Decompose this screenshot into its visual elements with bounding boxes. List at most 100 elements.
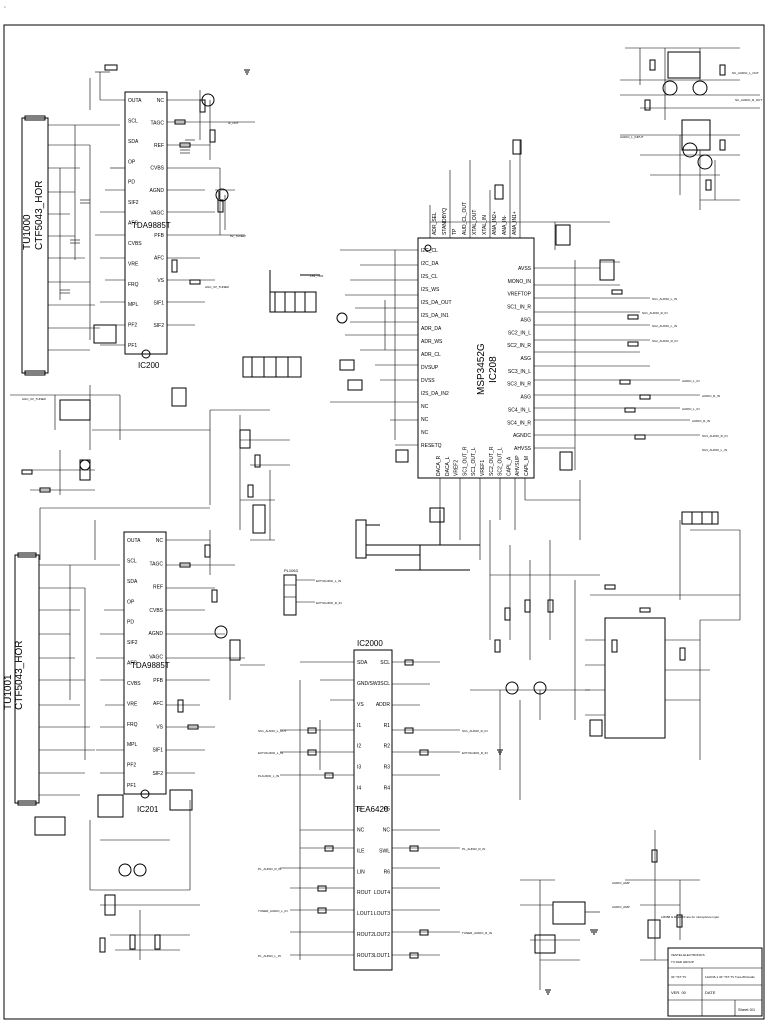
amplifier-block: [470, 511, 741, 800]
title-group: TV R&D GROUP: [671, 960, 694, 964]
if-ic-1-part: TDA9885T: [132, 221, 171, 230]
audio-bottom-pin: SC1_OUT_L: [471, 447, 477, 476]
audio-left-pin: NC: [421, 430, 429, 436]
audio-ic-ref: IC208: [488, 356, 499, 383]
if2-left-pin: OP: [127, 599, 135, 605]
switch-left-net: EXTVAUDIO_L_IN: [258, 751, 283, 755]
audio-left-pin: I2S_DA_OUT: [421, 300, 452, 306]
audio-left-pin: I2S_DA_IN2: [421, 391, 449, 397]
title-text: 11AK36-1 32" TFT TV Tuner/IF/Audio: [705, 975, 755, 979]
if1-right-pin: TAGC: [150, 121, 164, 127]
audio-right-pin: MONO_IN: [508, 279, 532, 285]
audio-net-label: SC2_AUDIO_L_IN: [652, 324, 677, 328]
if1-left-pin: SCL: [128, 118, 138, 124]
audio-ic-left-pins: I2C_CLI2C_DAI2S_CLI2S_WSI2S_DA_OUTI2S_DA…: [421, 248, 452, 449]
switch-right-pin: R6: [384, 869, 391, 875]
if1-right-pin: REF: [154, 143, 164, 149]
if1-right-pin: NC: [157, 98, 165, 104]
switch-left-pin: I2: [357, 744, 361, 750]
pl-net-right: EXTVAUDIO_R_IN: [316, 601, 342, 605]
if-ic-2-ref: IC201: [137, 805, 159, 814]
if2-right-pin: PFB: [153, 678, 163, 684]
audio-bottom-pin: VREF2: [454, 460, 460, 476]
if-ic-2-part: TDA9885T: [131, 661, 170, 670]
audio-left-pin: I2C_DA: [421, 261, 439, 267]
switch-left-pin: VS: [357, 702, 364, 708]
audio-right-pin: SC4_IN_R: [507, 420, 531, 426]
audio-net-label: SC3_AUDIO_L_IN: [702, 448, 727, 452]
if1-right-pin: VS: [157, 278, 164, 284]
title-project: 32" TFT TV: [671, 975, 686, 979]
switch-left-pin: NC: [357, 827, 365, 833]
tuner-2-ref: TU1001: [3, 674, 14, 710]
audio-left-pin: RESETQ: [421, 443, 442, 449]
audio-top-pin: ANA_IN2+: [492, 211, 498, 235]
audio-left-pin: I2S_DA_IN1: [421, 313, 449, 319]
audio-left-pin: ADR_WS: [421, 339, 443, 345]
audio-processor-ic: MSP3452G IC208 I2C_CLI2C_DAI2S_CLI2S_WSI…: [417, 202, 535, 479]
audio-left-pin: DVSS: [421, 378, 435, 384]
audio-top-pin: AUD_CL_OUT: [462, 202, 468, 235]
audio-left-pin: NC: [421, 417, 429, 423]
audio-bottom-pin: DACA_R: [436, 455, 442, 476]
if2-right-pin: AGND: [149, 631, 164, 637]
switch-right-net: SC1_AUDIO_R_IN: [462, 729, 488, 733]
ground-symbols: [244, 69, 598, 995]
if1-right-pin: SIF1: [153, 301, 164, 307]
if2-left-pin: CVBS: [127, 681, 141, 687]
if2-left-pin: AFC: [127, 661, 137, 667]
switch-part: TEA6420: [355, 805, 389, 814]
audio-amp-input: AUDIO_AMP AUDIO_AMP LM358 & MLE2XX are f…: [612, 830, 719, 961]
opamp-block: [520, 879, 600, 990]
audio-right-net-labels: SC1_AUDIO_L_INSC1_AUDIO_R_INSC2_AUDIO_L_…: [642, 297, 728, 452]
switch-right-pin: SCL: [380, 681, 390, 687]
switch-right-pin: SCL: [380, 660, 390, 666]
tuner-1: TU1000 CTF5043_HOR: [21, 115, 49, 376]
tuner-1-part: CTF5043_HOR: [34, 181, 45, 250]
net-5v-tuner: 5V_TUNER: [230, 234, 247, 238]
audio-bottom-pin: SC2_OUT_R: [489, 446, 495, 476]
audio-right-pin: VREFTOP: [507, 292, 531, 298]
switch-left-pin: ROUT: [357, 890, 371, 896]
audio-net-label: AUDIO_L_IN: [682, 379, 700, 383]
switch-left-pin: ILE: [357, 848, 365, 854]
net-audio-l-input: AUDIO_L_INPUT: [620, 135, 644, 139]
switch-right-pin: LOUT2: [374, 932, 390, 938]
audio-right-pin: AGNDC: [513, 433, 531, 439]
if2-right-pin: VS: [156, 724, 163, 730]
if1-left-pin: OP: [128, 159, 136, 165]
audio-right-pin: ASG: [520, 356, 531, 362]
title-date: DATE: [705, 990, 716, 995]
if2-left-pin: MPL: [127, 742, 138, 748]
if2-right-pin: NC: [156, 538, 164, 544]
if2-left-pin: SDA: [127, 579, 138, 585]
audio-right-pin: SC3_IN_L: [508, 369, 531, 375]
switch-right-pin: LOUT3: [374, 911, 390, 917]
resistor-network-block: [242, 270, 320, 378]
net-audio-r-out: SC_AUDIO_R_OUT: [735, 98, 762, 102]
switch-right-net: PL_AUDIO_R_IN: [462, 847, 485, 851]
audio-switch-ic: IC2000 TEA6420 SDAGND/SW3VSI1I2I3I4I5NCI…: [353, 639, 393, 971]
if2-left-pin: PD: [127, 620, 134, 626]
audio-right-pin: AVSS: [518, 266, 532, 272]
if2-left-pin: PF1: [127, 783, 136, 789]
switch-left-pin: LOUT1: [357, 911, 373, 917]
title-version: VER. 00: [671, 990, 687, 995]
switch-left-net: SC1_AUDIO_L_OUT: [258, 729, 287, 733]
audio-net-label: SC1_AUDIO_R_IN: [642, 311, 668, 315]
switch-left-net: PL_AUDIO_L_IN: [258, 954, 281, 958]
if1-left-pin: VRE: [128, 261, 139, 267]
if1-left-pin: FRQ: [128, 282, 139, 288]
if2-left-pin: SIF2: [127, 640, 138, 646]
audio-top-pin: ADR_SEL: [432, 212, 438, 235]
audio-left-pin: I2S_CL: [421, 274, 438, 280]
pl-ref: PL1063: [284, 568, 299, 573]
audio-top-pin: XTAL_IN: [482, 215, 488, 235]
switch-left-net: TUNER_AUDIO_L_IN: [258, 909, 288, 913]
audio-right-pin: SC4_IN_L: [508, 407, 531, 413]
switch-right-pin: NC: [383, 827, 391, 833]
audio-left-pin: ADR_CL: [421, 352, 441, 358]
